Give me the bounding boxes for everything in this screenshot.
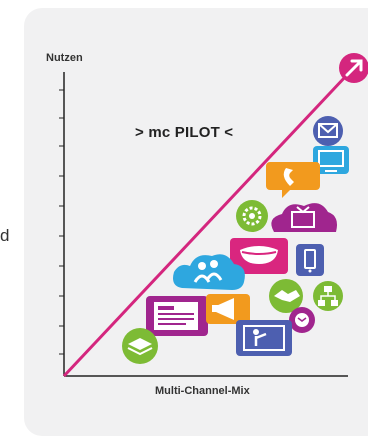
people-cloud-icon xyxy=(173,254,245,290)
diagram-title: > mc PILOT < xyxy=(135,124,234,141)
computer-icon xyxy=(313,146,349,174)
tv-icon xyxy=(271,203,337,232)
book-icon xyxy=(122,328,158,364)
growth-diagonal xyxy=(62,74,348,378)
x-axis-label: Multi-Channel-Mix xyxy=(155,385,250,397)
mobile-icon xyxy=(296,244,324,276)
presenter-icon xyxy=(236,320,292,356)
handshake-icon xyxy=(269,279,303,313)
axes xyxy=(59,72,348,377)
phone-icon xyxy=(266,162,320,198)
gear-icon xyxy=(236,200,268,232)
megaphone-icon xyxy=(206,294,250,324)
side-text: d xyxy=(0,226,10,245)
arrow-circle-icon xyxy=(339,53,368,83)
y-axis-label: Nutzen xyxy=(46,52,83,64)
email-icon xyxy=(313,116,343,146)
mail-circle-icon xyxy=(289,307,315,333)
smile-icon xyxy=(230,238,288,274)
newspaper-icon xyxy=(146,296,208,336)
sitemap-icon xyxy=(313,281,343,311)
